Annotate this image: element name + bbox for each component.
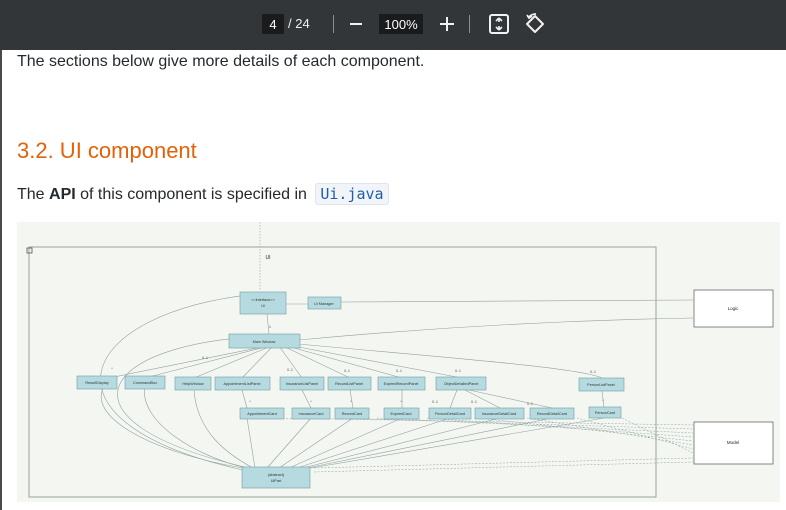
multiplicity-label: 0..1 [202,356,208,360]
person-list-panel-class [578,377,625,392]
insurance-list-panel-class [279,376,325,391]
record-detail-card-class [529,407,575,420]
ui-manager-label: Ui Manager [314,302,334,306]
row1-label: PersonListPanel [587,383,615,387]
uipart-class [241,466,311,489]
main-window-label: Main Window [253,340,276,344]
api-prefix-text: The [17,186,50,203]
main-window-class [228,333,301,349]
page-total-label: / 24 [288,16,310,31]
multiplicity-label: 0..1 [590,370,596,374]
multiplicity-label: 0..1 [471,400,477,404]
multiplicity-label: 0..1 [527,402,533,406]
result-display-class [76,375,118,390]
person-detail-card-class [428,407,472,420]
model-component [693,421,774,465]
appointment-card-class [239,407,285,420]
row2-label: InsuranceCard [299,412,324,416]
row1-label: ObjectDetailedPanel [444,382,479,386]
document-page: The sections below give more details of … [0,50,786,510]
api-code-link[interactable]: Ui.java [315,183,389,205]
command-box-class [124,375,166,390]
multiplicity-label: 0..1 [287,368,293,372]
row1-label: CommandBox [133,381,157,385]
uipart-stereotype: {abstract} [268,473,285,477]
multiplicity-label: * [400,400,402,404]
uipart-name: UiPart [271,479,282,483]
api-paragraph: The API of this component is specified i… [17,183,389,205]
ui-class-diagram: UI [17,222,780,502]
row1-label: AppointmentListPanel [224,382,261,386]
insurance-card-class [291,407,331,420]
multiplicity-label: 0..1 [432,400,438,404]
record-list-panel-class [327,376,372,391]
pdf-toolbar: 4 / 24 100% [0,0,786,50]
rotate-button[interactable] [523,12,547,36]
insurance-detail-card-class [474,407,525,420]
ui-interface-stereotype: <<interface>> [251,298,275,302]
multiplicity-label: 0..1 [396,369,402,373]
ui-interface-class [239,291,287,315]
help-window-class [174,376,212,391]
row2-label: AppointmentCard [247,412,277,416]
zoom-level-input[interactable]: 100% [379,14,423,34]
fit-page-button[interactable] [488,13,510,35]
intro-paragraph: The sections below give more details of … [17,53,425,70]
section-heading: 3.2. UI component [17,138,197,163]
row2-label: PersonCard [595,411,615,415]
expired-card-class [383,407,420,420]
row2-label: InsuranceDetailCard [482,412,517,416]
rotate-icon [526,13,544,33]
multiplicity-label: 0..1 [455,369,461,373]
multiplicity-label: 1 [269,325,271,329]
zoom-out-icon [350,23,362,25]
record-card-class [334,407,370,420]
multiplicity-label: * [249,400,251,404]
row1-label: RecordListPanel [335,382,363,386]
model-label: Model [727,440,739,445]
multiplicity-label: * [310,400,312,404]
row1-label: HelpWindow [182,382,204,386]
row2-label: ExpiredCard [390,412,411,416]
row1-label: InsuranceListPanel [286,382,318,386]
fit-page-icon [489,14,509,34]
api-bold-text: API [49,186,76,203]
ui-manager-class [307,296,342,310]
row2-label: RecordDetailCard [537,412,567,416]
row1-label: ExpiredRecordPanel [384,382,419,386]
row2-label: RecordCard [342,412,362,416]
multiplicity-label: * [350,400,352,404]
package-label: UI [266,255,271,261]
multiplicity-label: 0..1 [344,369,350,373]
object-detailed-panel-class [435,376,487,391]
toolbar-divider [333,15,334,33]
multiplicity-label: * [111,367,113,371]
row2-label: PersonDetailCard [435,412,465,416]
page-number-input[interactable]: 4 [262,14,284,34]
api-middle-text: of this component is specified in [75,186,312,203]
logic-label: Logic [728,306,740,311]
toolbar-divider [469,15,470,33]
appointment-list-panel-class [214,376,271,391]
person-card-class [588,406,622,419]
ui-interface-name: Ui [261,304,265,308]
expired-record-panel-class [377,376,426,391]
zoom-out-button[interactable] [345,11,367,37]
multiplicity-label: * [602,399,604,403]
row1-label: ResultDisplay [85,381,108,385]
logic-component [693,289,774,328]
zoom-in-button[interactable] [436,11,458,37]
page-edge [0,50,2,510]
